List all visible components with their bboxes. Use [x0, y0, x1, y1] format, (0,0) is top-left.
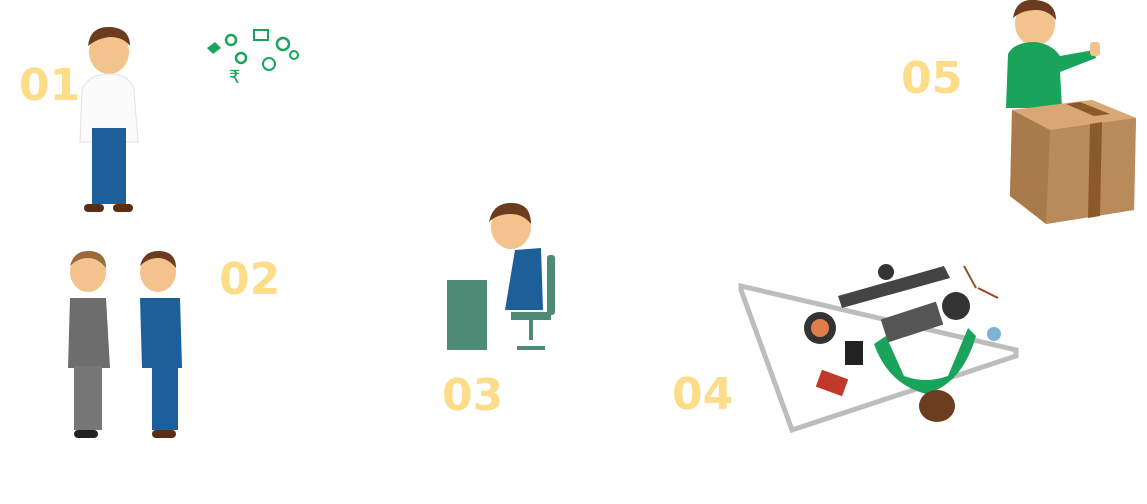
- handshake-illustration: [68, 250, 182, 438]
- gear-icon: [224, 33, 238, 47]
- monitor-icon: [253, 29, 269, 41]
- step-number-04: 04: [672, 369, 734, 420]
- currency-icon: ₹: [229, 67, 240, 88]
- man-with-box-illustration: [1006, 0, 1136, 224]
- step-number-01: 01: [19, 60, 81, 111]
- idea-icons-cluster: ₹: [207, 29, 299, 88]
- step-number-02: 02: [219, 254, 281, 305]
- man-standing-illustration: [79, 26, 139, 212]
- step-number-03: 03: [442, 370, 504, 421]
- lightbulb-icon: [262, 57, 276, 71]
- man-at-desk-illustration: [447, 202, 555, 350]
- step-number-05: 05: [901, 53, 963, 104]
- workstation-illustration: [738, 264, 1019, 434]
